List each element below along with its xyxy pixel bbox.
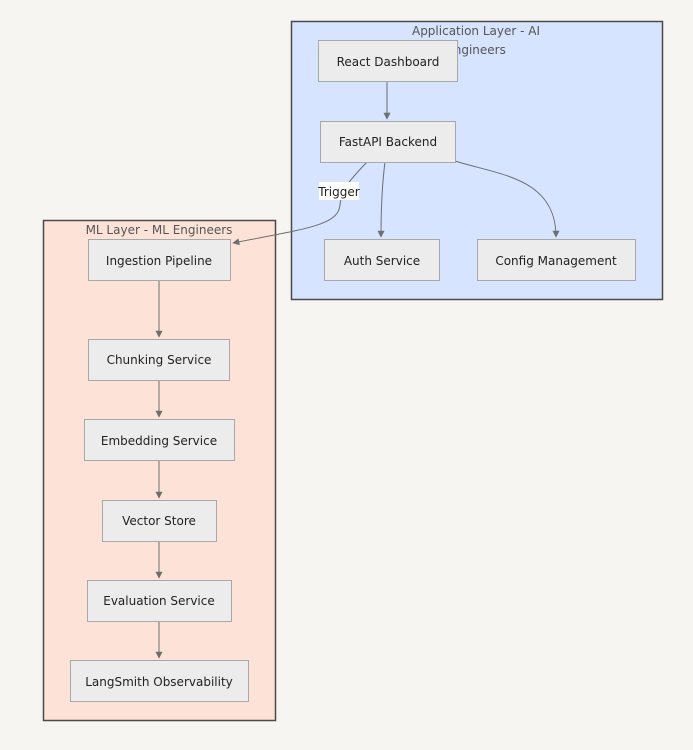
- node-langsmith-observability[interactable]: LangSmith Observability: [70, 660, 249, 702]
- config-management-label: Config Management: [495, 254, 617, 268]
- edge-fastapi-to-auth: [377, 161, 386, 238]
- node-fastapi-backend[interactable]: FastAPI Backend: [320, 121, 456, 163]
- auth-service-label: Auth Service: [344, 254, 420, 268]
- embedding-service-label: Embedding Service: [101, 434, 217, 448]
- node-react-dashboard[interactable]: React Dashboard: [318, 40, 458, 82]
- chunking-service-label: Chunking Service: [107, 353, 212, 367]
- react-dashboard-label: React Dashboard: [337, 55, 440, 69]
- trigger-label-background: [319, 182, 359, 200]
- edges: Trigger: [155, 82, 560, 659]
- node-evaluation-service[interactable]: Evaluation Service: [87, 580, 232, 622]
- langsmith-observability-label: LangSmith Observability: [85, 675, 233, 689]
- application-layer-title-line2: Engineers: [446, 43, 506, 57]
- node-vector-store[interactable]: Vector Store: [102, 500, 217, 542]
- node-auth-service[interactable]: Auth Service: [324, 239, 440, 281]
- fastapi-backend-label: FastAPI Backend: [339, 135, 437, 149]
- edge-fastapi-to-config: [454, 160, 560, 238]
- edge-fastapi-to-ingestion: [232, 161, 368, 246]
- ml-layer-title: ML Layer - ML Engineers: [86, 223, 233, 237]
- node-ingestion-pipeline[interactable]: Ingestion Pipeline: [88, 239, 231, 281]
- node-config-management[interactable]: Config Management: [477, 239, 636, 281]
- ingestion-pipeline-label: Ingestion Pipeline: [106, 254, 212, 268]
- vector-store-label: Vector Store: [122, 514, 196, 528]
- trigger-edge-label: Trigger: [317, 185, 359, 199]
- node-chunking-service[interactable]: Chunking Service: [88, 339, 230, 381]
- node-embedding-service[interactable]: Embedding Service: [84, 419, 235, 461]
- application-layer-title-line1: Application Layer - AI: [412, 24, 540, 38]
- evaluation-service-label: Evaluation Service: [103, 594, 214, 608]
